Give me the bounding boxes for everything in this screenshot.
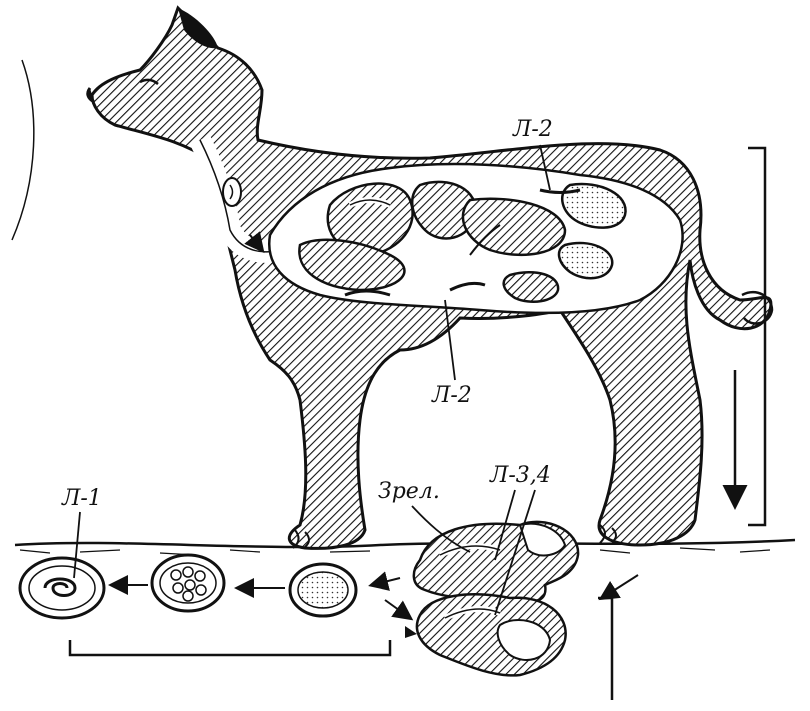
egg-stages [20, 555, 400, 618]
egg-l1 [20, 558, 104, 618]
intestine-loop-5 [504, 272, 558, 301]
right-bracket [748, 148, 765, 525]
small-arrowhead [405, 626, 417, 638]
bottom-bracket [70, 640, 390, 655]
puppy-top [414, 522, 578, 601]
label-l34: Л-3,4 [489, 463, 551, 488]
egg-fresh [290, 564, 356, 616]
ground-line [15, 540, 795, 547]
arrow-egg [372, 578, 400, 585]
label-l2-bottom: Л-2 [431, 383, 472, 408]
egg-morula [152, 555, 224, 611]
bottom-right-bracket [598, 598, 612, 700]
puppy-bottom [417, 594, 566, 675]
edge-curve [12, 60, 34, 240]
label-l1: Л-1 [61, 486, 102, 511]
arrow-to-puppies [602, 575, 638, 598]
label-mature: Зрел. [378, 479, 440, 504]
arrow-from-puppy [385, 600, 410, 618]
ground-texture [20, 548, 770, 555]
label-l2-top: Л-2 [512, 117, 553, 142]
